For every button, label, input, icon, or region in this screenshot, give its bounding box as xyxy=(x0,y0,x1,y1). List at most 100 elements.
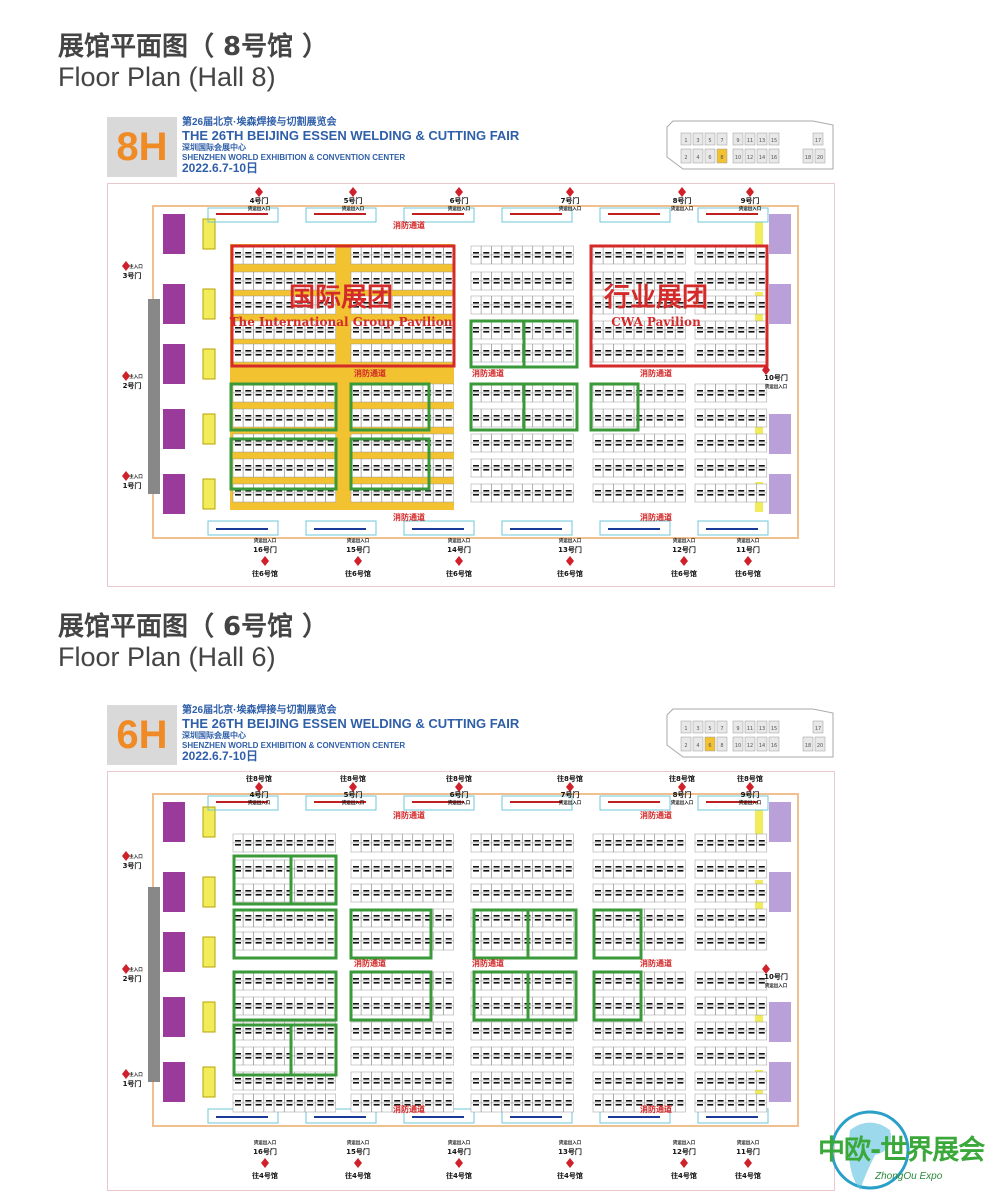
booth-number xyxy=(265,465,272,467)
booth-number xyxy=(758,350,765,352)
booth xyxy=(725,417,737,428)
service-room xyxy=(755,810,763,840)
booth xyxy=(391,343,403,354)
booth xyxy=(542,245,554,256)
booth-number xyxy=(296,938,303,940)
group-booth-box xyxy=(349,970,433,1022)
booth-number xyxy=(296,419,303,421)
booth-number xyxy=(503,1082,510,1084)
booth-number xyxy=(615,890,622,892)
booth xyxy=(675,859,686,870)
booth-number xyxy=(425,1100,432,1102)
booth-number xyxy=(327,890,334,892)
booth-number xyxy=(727,490,734,492)
gate-label: 4号门 xyxy=(250,790,269,799)
booth-number xyxy=(373,394,380,396)
booth xyxy=(412,940,424,951)
booth xyxy=(664,883,676,894)
booth-number xyxy=(445,1003,452,1005)
booth xyxy=(361,442,372,453)
corridor-segment xyxy=(403,207,475,223)
gate-sub-label: 货运出入口 xyxy=(448,537,471,544)
booth xyxy=(633,1021,645,1032)
booth-number xyxy=(483,938,490,940)
booth-number xyxy=(255,942,262,944)
minimap-hall xyxy=(768,736,780,752)
gate-label: 10号门 xyxy=(764,972,788,981)
booth-number xyxy=(363,306,370,308)
booth xyxy=(253,329,264,340)
booth-number xyxy=(435,1003,442,1005)
booth xyxy=(470,483,482,494)
booth xyxy=(522,492,533,503)
booth-number xyxy=(363,982,370,984)
booth-number xyxy=(373,465,380,467)
corridor-segment xyxy=(697,520,769,536)
booth-number xyxy=(727,1100,734,1102)
booth-number xyxy=(615,919,622,921)
booth xyxy=(325,492,336,503)
gate-marker-icon xyxy=(455,1158,463,1168)
booth-number xyxy=(327,919,334,921)
booth xyxy=(705,352,716,363)
booth-number xyxy=(286,327,293,329)
booth-number xyxy=(435,252,442,254)
booth-number xyxy=(265,278,272,280)
booth-number xyxy=(677,1100,684,1102)
gate-marker-icon xyxy=(354,1158,362,1168)
booth-number xyxy=(727,844,734,846)
minimap-hall xyxy=(732,148,744,164)
booth-number xyxy=(555,306,562,308)
hall6-title-zh: 展馆平面图（ 6号馆 ） xyxy=(58,612,329,642)
booth-number xyxy=(555,350,562,352)
booth-number xyxy=(717,252,724,254)
booth-number xyxy=(296,1028,303,1030)
booth-number xyxy=(677,870,684,872)
booth-number xyxy=(296,942,303,944)
corridor-segment xyxy=(305,795,377,811)
booth xyxy=(243,940,254,951)
minimap-hall xyxy=(814,736,826,752)
booth-number xyxy=(235,844,241,846)
gate-sub-label: 货运出入口 xyxy=(765,383,788,390)
booth-number xyxy=(707,444,714,446)
booth-number xyxy=(327,256,334,258)
booth-number xyxy=(707,302,714,304)
booth-number xyxy=(414,327,421,329)
booth-number xyxy=(534,1032,541,1034)
booth xyxy=(481,996,492,1007)
group-booth-box xyxy=(229,437,338,491)
booth-number xyxy=(545,1003,552,1005)
booth-number xyxy=(677,282,684,284)
gate-sub-label: 货运出入口 xyxy=(559,1139,582,1146)
booth xyxy=(361,1080,372,1091)
booth-number xyxy=(353,1100,359,1102)
booth-number xyxy=(697,354,703,356)
booth xyxy=(470,833,482,844)
booth-number xyxy=(383,256,390,258)
booth xyxy=(644,392,655,403)
booth xyxy=(491,408,502,419)
booth-number xyxy=(245,978,252,980)
booth-number xyxy=(445,840,452,842)
booth-number xyxy=(524,350,531,352)
booth xyxy=(273,295,285,306)
booth xyxy=(253,1055,264,1066)
booth-number xyxy=(697,1053,703,1055)
booth-number xyxy=(534,444,541,446)
booth-number xyxy=(394,890,401,892)
booth-number xyxy=(565,866,572,868)
service-room xyxy=(163,474,185,514)
booth xyxy=(501,1055,513,1066)
booth-number xyxy=(636,1104,643,1106)
booth xyxy=(501,1030,513,1041)
booth-number xyxy=(738,440,745,442)
booth xyxy=(402,408,413,419)
booth-number xyxy=(394,844,401,846)
booth-number xyxy=(493,494,500,496)
booth-number xyxy=(677,252,684,254)
booth-number xyxy=(503,1100,510,1102)
booth xyxy=(735,329,747,340)
booth-number xyxy=(425,942,432,944)
booth xyxy=(553,1102,564,1113)
